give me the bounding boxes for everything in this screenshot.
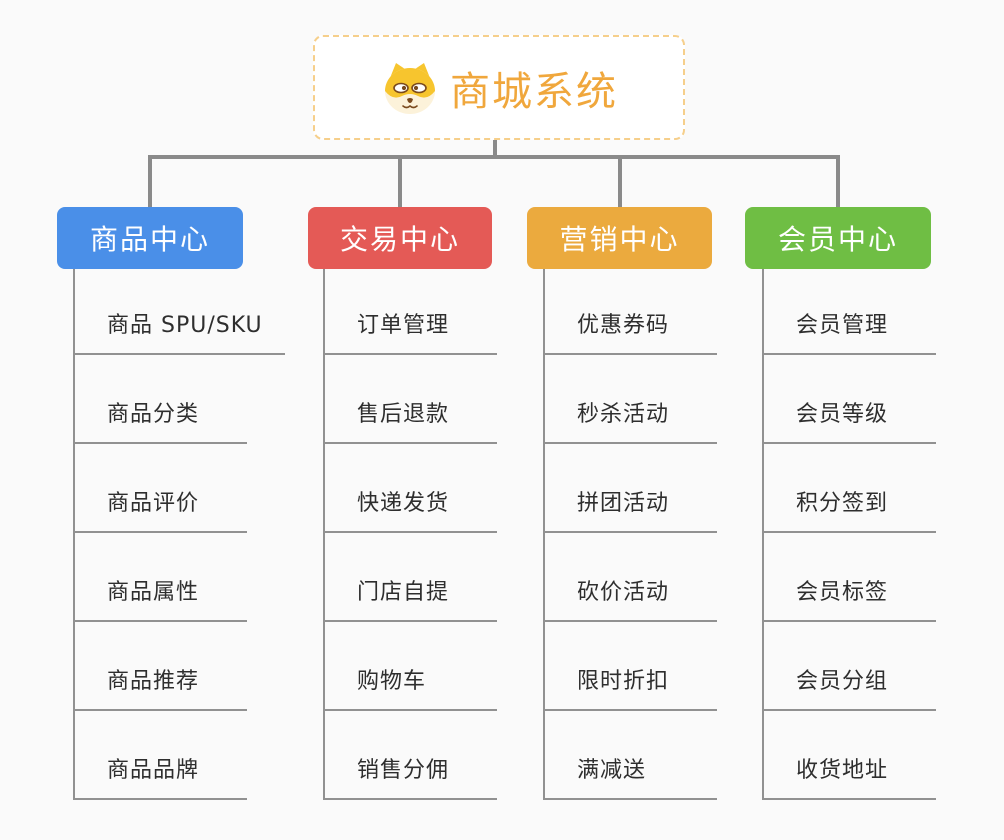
leaf-node-product-recommend[interactable]: 商品推荐: [73, 666, 247, 711]
connector-horizontal: [148, 155, 840, 159]
leaf-node-member-group[interactable]: 会员分组: [762, 666, 936, 711]
branch-label: 交易中心: [339, 223, 460, 256]
leaf-node-order-management[interactable]: 订单管理: [323, 310, 497, 355]
branch-children-trade: 订单管理 售后退款 快递发货 门店自提 购物车 销售分佣: [323, 269, 497, 800]
branch-node-trade-center[interactable]: 交易中心: [308, 207, 492, 269]
leaf-node-full-reduction[interactable]: 满减送: [543, 755, 717, 800]
branch-label: 商品中心: [89, 223, 210, 256]
leaf-node-sales-commission[interactable]: 销售分佣: [323, 755, 497, 800]
leaf-node-member-tag[interactable]: 会员标签: [762, 577, 936, 622]
branch-children-member: 会员管理 会员等级 积分签到 会员标签 会员分组 收货地址: [762, 269, 936, 800]
leaf-node-product-review[interactable]: 商品评价: [73, 488, 247, 533]
leaf-node-after-sales-refund[interactable]: 售后退款: [323, 399, 497, 444]
connector-drop-marketing: [618, 155, 622, 209]
leaf-node-points-checkin[interactable]: 积分签到: [762, 488, 936, 533]
branch-label: 营销中心: [559, 223, 680, 256]
leaf-node-bargain-activity[interactable]: 砍价活动: [543, 577, 717, 622]
leaf-node-store-pickup[interactable]: 门店自提: [323, 577, 497, 622]
branch-trunk-line: [323, 269, 325, 800]
leaf-node-express-delivery[interactable]: 快递发货: [323, 488, 497, 533]
leaf-node-member-management[interactable]: 会员管理: [762, 310, 936, 355]
leaf-node-coupon-code[interactable]: 优惠券码: [543, 310, 717, 355]
leaf-node-product-brand[interactable]: 商品品牌: [73, 755, 247, 800]
leaf-node-product-category[interactable]: 商品分类: [73, 399, 247, 444]
leaf-node-shopping-cart[interactable]: 购物车: [323, 666, 497, 711]
leaf-node-member-level[interactable]: 会员等级: [762, 399, 936, 444]
branch-node-product-center[interactable]: 商品中心: [57, 207, 243, 269]
leaf-node-limited-time-discount[interactable]: 限时折扣: [543, 666, 717, 711]
branch-node-member-center[interactable]: 会员中心: [745, 207, 931, 269]
branch-label: 会员中心: [777, 223, 898, 256]
connector-drop-product: [148, 155, 152, 209]
branch-children-marketing: 优惠券码 秒杀活动 拼团活动 砍价活动 限时折扣 满减送: [543, 269, 717, 800]
leaf-node-flash-sale[interactable]: 秒杀活动: [543, 399, 717, 444]
shiba-dog-icon: [385, 62, 435, 114]
branch-node-marketing-center[interactable]: 营销中心: [527, 207, 712, 269]
leaf-node-product-attribute[interactable]: 商品属性: [73, 577, 247, 622]
branch-trunk-line: [543, 269, 545, 800]
branch-trunk-line: [73, 269, 75, 800]
branch-children-product: 商品 SPU/SKU 商品分类 商品评价 商品属性 商品推荐 商品品牌: [73, 269, 285, 800]
connector-drop-member: [836, 155, 840, 209]
root-node[interactable]: 商城系统: [313, 35, 685, 140]
leaf-node-product-spu-sku[interactable]: 商品 SPU/SKU: [73, 310, 285, 355]
branch-trunk-line: [762, 269, 764, 800]
leaf-node-shipping-address[interactable]: 收货地址: [762, 755, 936, 800]
root-title: 商城系统: [450, 68, 618, 115]
leaf-node-group-buy[interactable]: 拼团活动: [543, 488, 717, 533]
connector-root-drop: [493, 139, 497, 159]
connector-drop-trade: [398, 155, 402, 209]
